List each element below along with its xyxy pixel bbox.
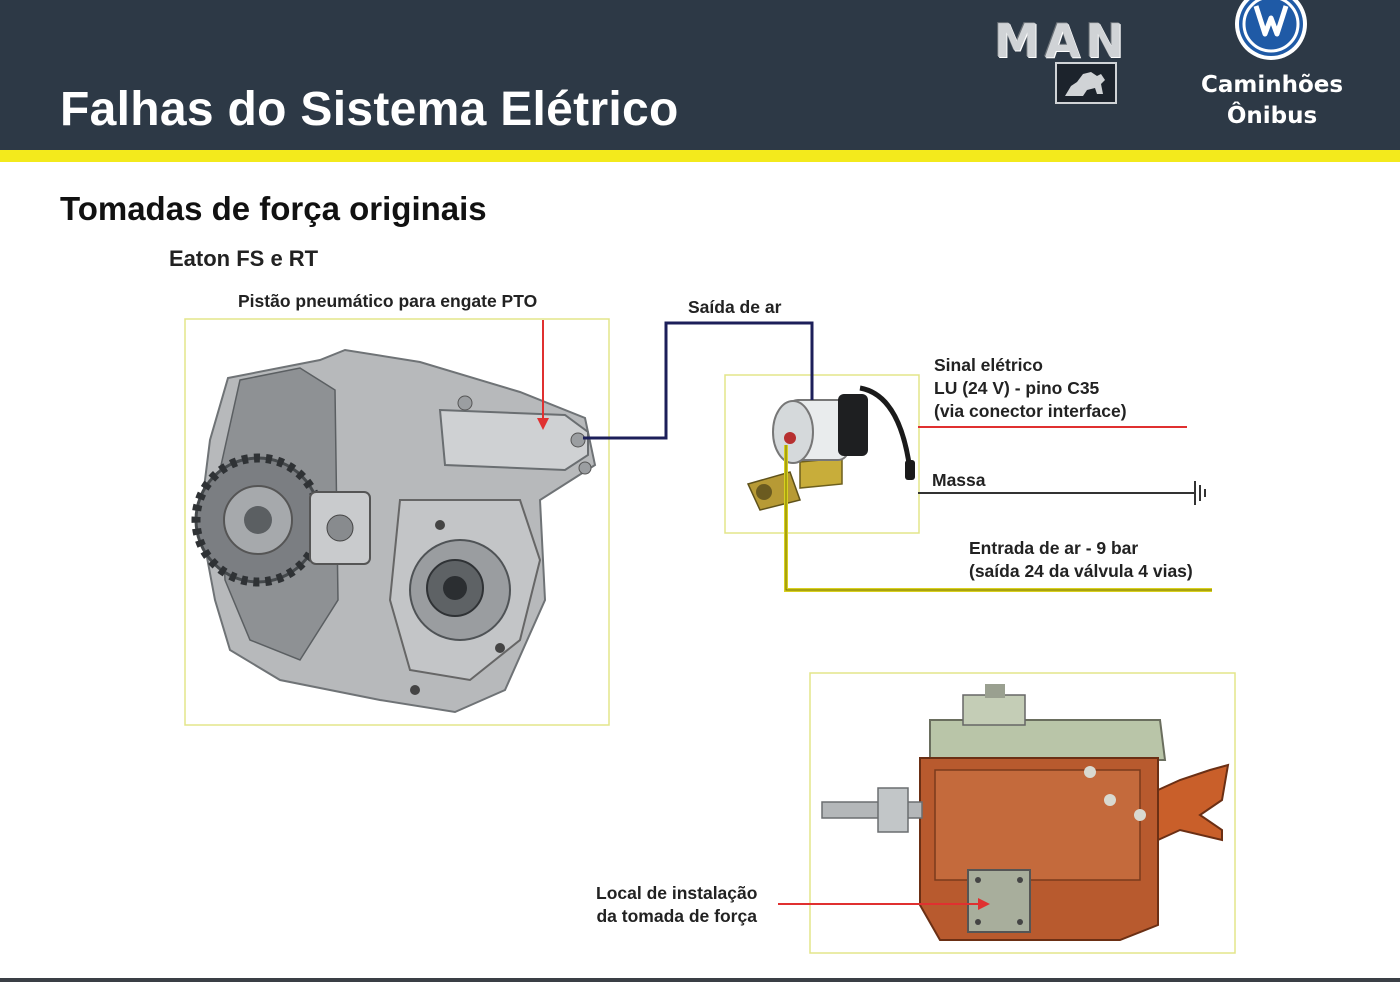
air-inlet-label-line-2: (saída 24 da válvula 4 vias)	[969, 561, 1193, 581]
header-bar	[0, 0, 1400, 150]
ground-label: Massa	[932, 470, 986, 490]
air-inlet-label-line-1: Entrada de ar - 9 bar	[969, 538, 1139, 558]
brand-line-1: Caminhões	[1200, 72, 1344, 98]
brand-text: Caminhões Ônibus	[1196, 70, 1348, 132]
install-label-line-1: Local de instalação	[596, 883, 758, 903]
brand-line-2: Ônibus	[1226, 103, 1318, 129]
pto-unit-image	[191, 348, 597, 714]
install-label-line-2: da tomada de força	[596, 906, 757, 926]
man-logo: MAN	[994, 14, 1129, 68]
install-label: Local de instalação da tomada de força	[596, 882, 757, 928]
page-title: Falhas do Sistema Elétrico	[60, 83, 679, 136]
signal-label: Sinal elétrico LU (24 V) - pino C35 (via…	[934, 354, 1127, 423]
man-lion-icon	[1055, 62, 1117, 104]
gearbox-image	[821, 684, 1230, 941]
header-accent-stripe	[0, 150, 1400, 162]
model-label: Eaton FS e RT	[169, 246, 319, 271]
vw-logo-icon	[1232, 0, 1310, 67]
valve-photo-frame	[724, 374, 920, 534]
piston-label: Pistão pneumático para engate PTO	[238, 291, 538, 311]
gearbox-photo-frame	[809, 672, 1236, 954]
solenoid-valve-image	[746, 385, 915, 511]
pto-photo-frame	[184, 318, 610, 726]
footer-line	[0, 978, 1400, 982]
air-inlet-label: Entrada de ar - 9 bar (saída 24 da válvu…	[969, 537, 1193, 583]
signal-label-line-2: LU (24 V) - pino C35	[934, 378, 1100, 398]
signal-label-line-1: Sinal elétrico	[934, 355, 1043, 375]
signal-label-line-3: (via conector interface)	[934, 401, 1127, 421]
air-outlet-label: Saída de ar	[688, 297, 782, 317]
section-title: Tomadas de força originais	[60, 190, 487, 227]
ground-symbol-icon	[1194, 481, 1206, 505]
air-outlet-line	[583, 321, 814, 440]
